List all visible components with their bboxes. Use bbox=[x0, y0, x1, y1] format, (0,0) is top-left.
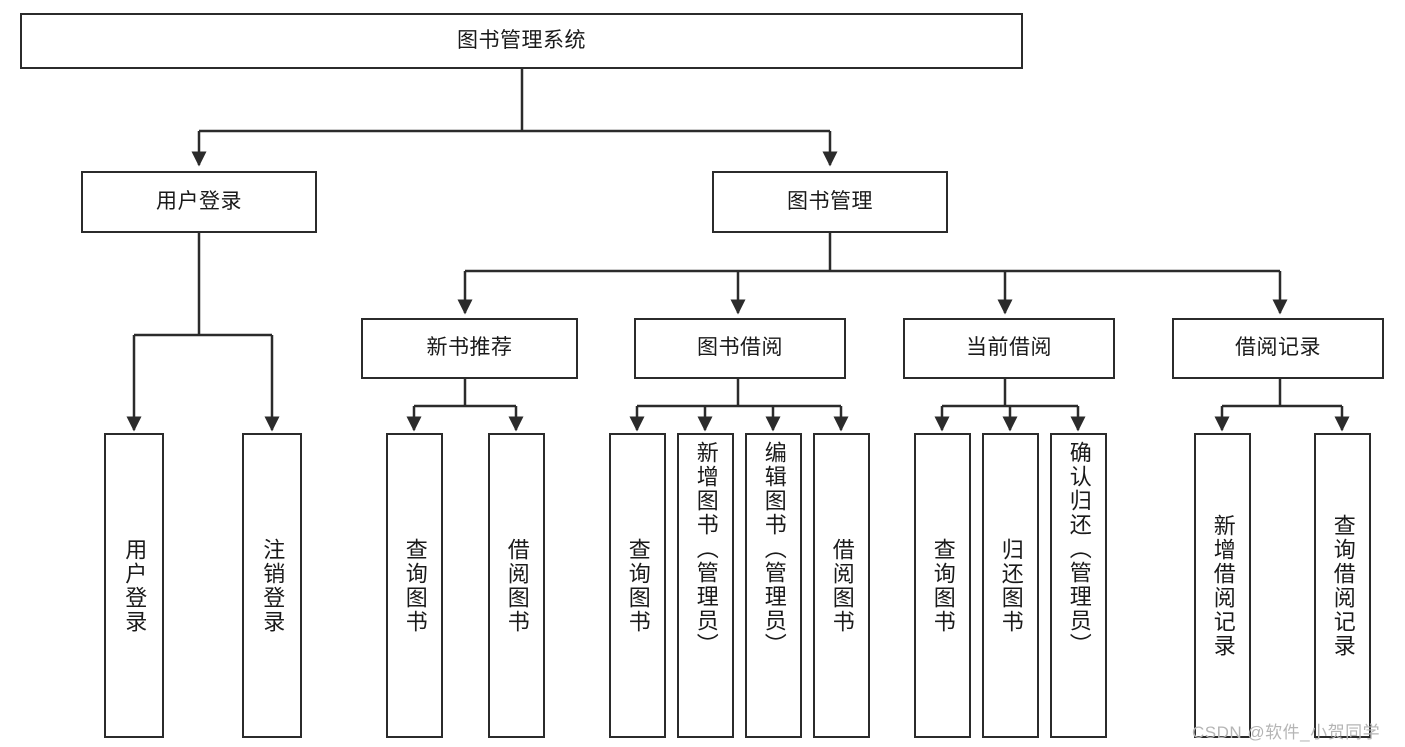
leaf-borrow-book-rec-label: 借阅图书 bbox=[504, 537, 530, 634]
leaf-query-record-label: 查询借阅记录 bbox=[1330, 513, 1356, 658]
node-book-borrow-label: 图书借阅 bbox=[697, 336, 783, 360]
leaf-confirm-return-label: 确认归还（管理员） bbox=[1066, 441, 1092, 657]
leaf-add-record[interactable]: 新增借阅记录 bbox=[1194, 433, 1251, 738]
node-borrow-record-label: 借阅记录 bbox=[1235, 336, 1321, 360]
node-book-manage-label: 图书管理 bbox=[787, 189, 873, 213]
leaf-borrow-book-rec[interactable]: 借阅图书 bbox=[488, 433, 545, 738]
leaf-query-book-cur-label: 查询图书 bbox=[930, 537, 956, 634]
node-current-borrow[interactable]: 当前借阅 bbox=[903, 318, 1115, 379]
node-book-manage[interactable]: 图书管理 bbox=[712, 171, 948, 233]
node-user-login[interactable]: 用户登录 bbox=[81, 171, 317, 233]
leaf-add-book-label: 新增图书（管理员） bbox=[693, 441, 719, 657]
leaf-user-login[interactable]: 用户登录 bbox=[104, 433, 164, 738]
leaf-query-record[interactable]: 查询借阅记录 bbox=[1314, 433, 1371, 738]
node-new-book-recommend-label: 新书推荐 bbox=[426, 336, 513, 360]
leaf-query-book-brw-label: 查询图书 bbox=[625, 537, 651, 634]
csdn-watermark: CSDN @软件_小贺同学 bbox=[1192, 723, 1381, 742]
leaf-query-book-cur[interactable]: 查询图书 bbox=[914, 433, 971, 738]
node-user-login-label: 用户登录 bbox=[156, 189, 242, 213]
leaf-borrow-book[interactable]: 借阅图书 bbox=[813, 433, 870, 738]
leaf-query-book-rec[interactable]: 查询图书 bbox=[386, 433, 443, 738]
leaf-return-book[interactable]: 归还图书 bbox=[982, 433, 1039, 738]
leaf-query-book-brw[interactable]: 查询图书 bbox=[609, 433, 666, 738]
leaf-borrow-book-label: 借阅图书 bbox=[829, 537, 855, 634]
leaf-add-record-label: 新增借阅记录 bbox=[1210, 513, 1236, 658]
node-new-book-recommend[interactable]: 新书推荐 bbox=[361, 318, 578, 379]
leaf-return-book-label: 归还图书 bbox=[998, 537, 1024, 634]
node-current-borrow-label: 当前借阅 bbox=[966, 336, 1052, 360]
leaf-confirm-return[interactable]: 确认归还（管理员） bbox=[1050, 433, 1107, 738]
node-borrow-record[interactable]: 借阅记录 bbox=[1172, 318, 1384, 379]
leaf-edit-book[interactable]: 编辑图书（管理员） bbox=[745, 433, 802, 738]
node-book-borrow[interactable]: 图书借阅 bbox=[634, 318, 846, 379]
node-root[interactable]: 图书管理系统 bbox=[20, 13, 1023, 69]
leaf-user-login-label: 用户登录 bbox=[122, 537, 148, 634]
leaf-edit-book-label: 编辑图书（管理员） bbox=[761, 441, 787, 657]
leaf-logout-label: 注销登录 bbox=[260, 537, 286, 634]
leaf-query-book-rec-label: 查询图书 bbox=[402, 537, 428, 634]
leaf-logout[interactable]: 注销登录 bbox=[242, 433, 302, 738]
leaf-add-book[interactable]: 新增图书（管理员） bbox=[677, 433, 734, 738]
node-root-label: 图书管理系统 bbox=[457, 28, 586, 52]
